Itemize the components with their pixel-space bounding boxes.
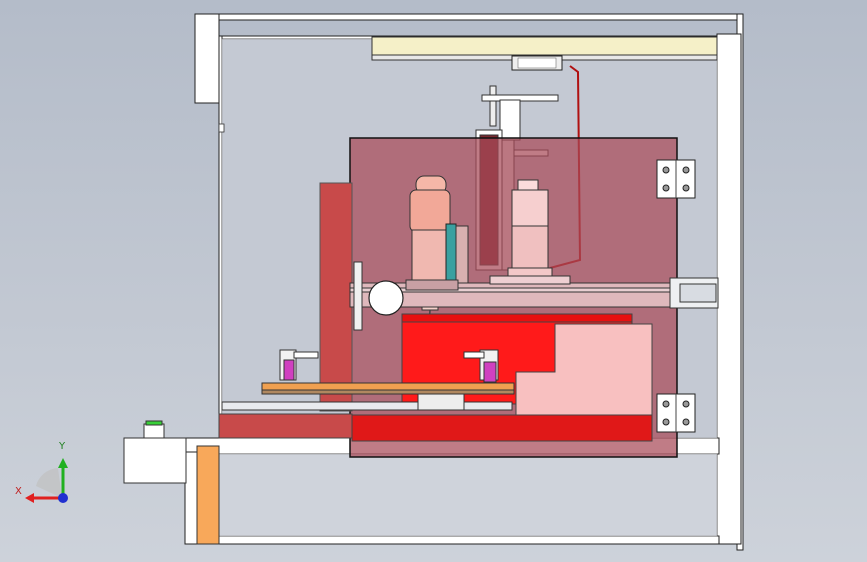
top-linear-rail bbox=[371, 36, 718, 71]
triad-x-label: X bbox=[15, 486, 22, 497]
limit-sensor-disk bbox=[368, 280, 404, 316]
hinge-lower bbox=[656, 393, 696, 433]
clamp-left bbox=[279, 349, 319, 381]
clamp-right bbox=[463, 349, 499, 383]
orange-foot bbox=[196, 445, 220, 545]
workpiece-rail bbox=[221, 382, 515, 411]
start-button-box bbox=[123, 420, 187, 484]
coordinate-triad-icon bbox=[25, 458, 68, 503]
lower-glass-panel bbox=[218, 453, 718, 537]
frame-latch bbox=[218, 123, 225, 133]
left-side-panel bbox=[319, 182, 353, 412]
bracket-plate bbox=[455, 225, 469, 289]
servo-motor bbox=[507, 179, 553, 277]
hinge-upper bbox=[656, 159, 696, 199]
triad-y-label: Y bbox=[59, 441, 66, 452]
